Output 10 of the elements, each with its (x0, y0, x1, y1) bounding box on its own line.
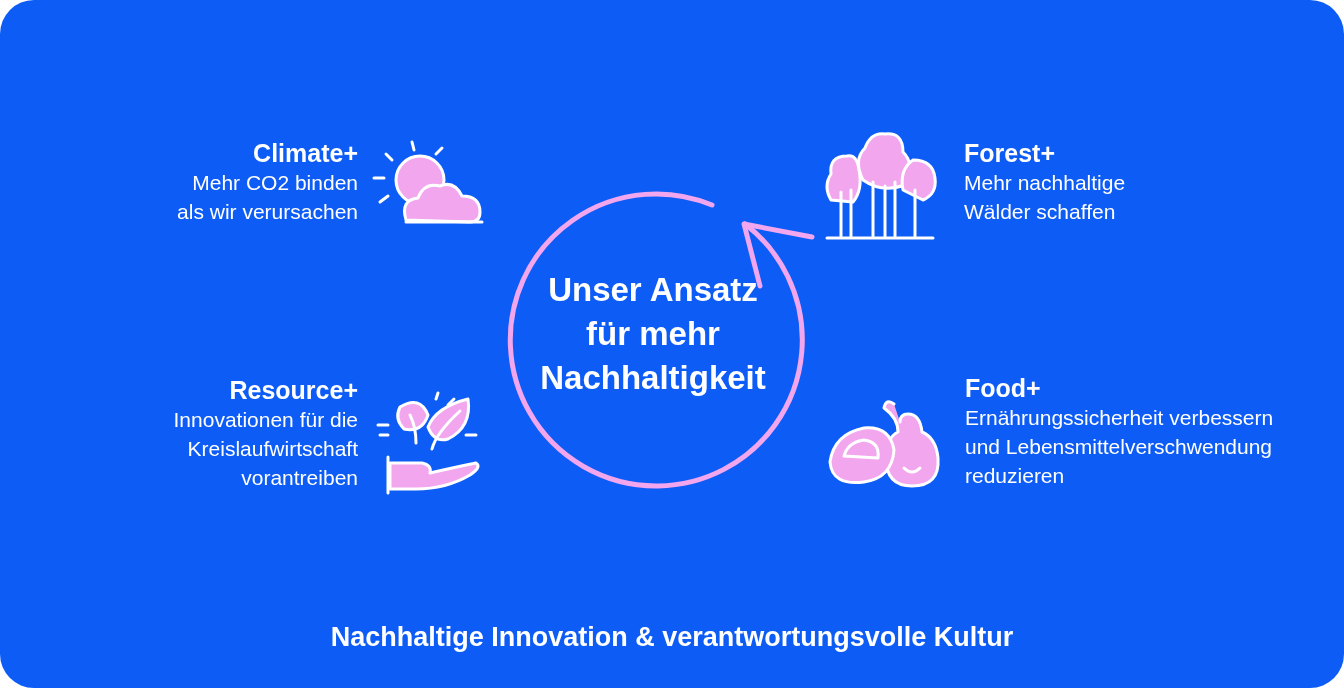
item-heading: Resource+ (229, 375, 358, 405)
center-heading: Unser Ansatz für mehr Nachhaltigkeit (539, 270, 767, 398)
item-description: Mehr nachhaltige Wälder schaffen (964, 170, 1127, 225)
item-description: Innovationen für die Kreislaufwirtschaft vorantreiben (172, 407, 358, 491)
item-description: Ernährungssicherheit verbessern und Lebensmittelverschwendung reduzieren (965, 405, 1275, 489)
item-heading: Climate+ (253, 138, 358, 168)
footer-text: Nachhaltige Innovation & verantwortungsvolle Kultur (329, 622, 1015, 653)
item-heading: Food+ (965, 373, 1041, 403)
item-heading: Forest+ (964, 138, 1055, 168)
item-description: Mehr CO2 binden als wir verursachen (176, 170, 358, 225)
